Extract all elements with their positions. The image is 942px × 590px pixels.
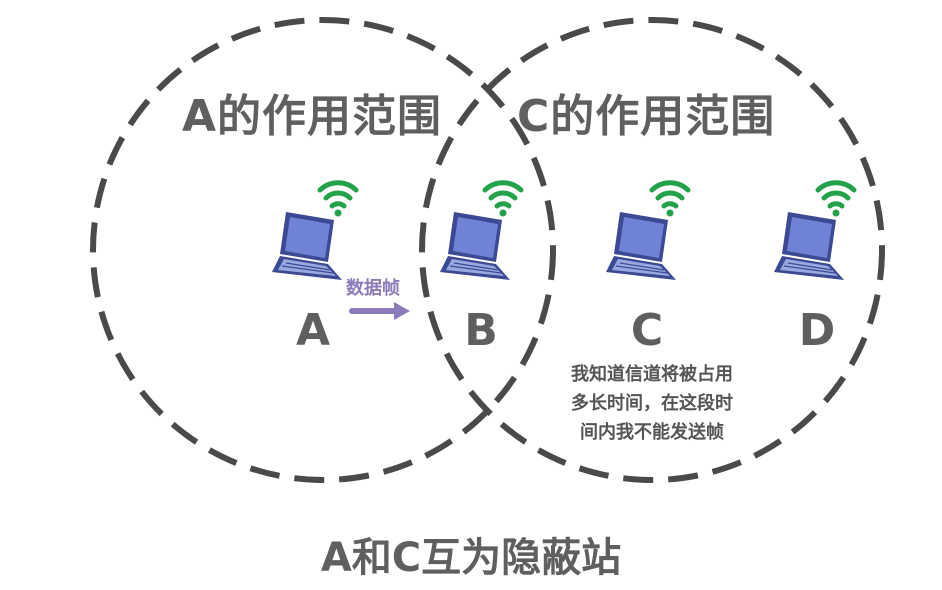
station-c-icon [605,183,688,281]
station-label-a: A [295,305,331,356]
station-a-icon [271,183,356,281]
note-line-1: 我知道信道将被占用 [571,364,733,385]
diagram-caption: A和C互为隐蔽站 [320,535,622,581]
laptop-icon [605,211,677,281]
station-d-icon [773,183,854,281]
range-circle-a [90,17,556,483]
wifi-icon [485,183,521,217]
wifi-icon [652,183,688,217]
station-label-c: C [630,305,664,356]
station-label-d: D [798,305,836,356]
laptop-icon [439,211,511,281]
wifi-icon [818,183,854,217]
range-circle-c [419,17,885,483]
range-a-title: A的作用范围 [182,91,443,142]
station-label-b: B [464,305,498,356]
wifi-icon [320,183,356,217]
laptop-icon [773,211,845,281]
note-line-3: 间内我不能发送帧 [580,422,724,443]
arrow-right-icon [349,302,410,320]
data-frame-label: 数据帧 [346,278,400,299]
range-c-title: C的作用范围 [517,91,776,142]
laptop-icon [271,211,343,281]
note-line-2: 多长时间，在这段时 [571,393,733,414]
station-c-note: 我知道信道将被占用 多长时间，在这段时 间内我不能发送帧 [537,360,767,447]
station-b-icon [439,183,521,281]
